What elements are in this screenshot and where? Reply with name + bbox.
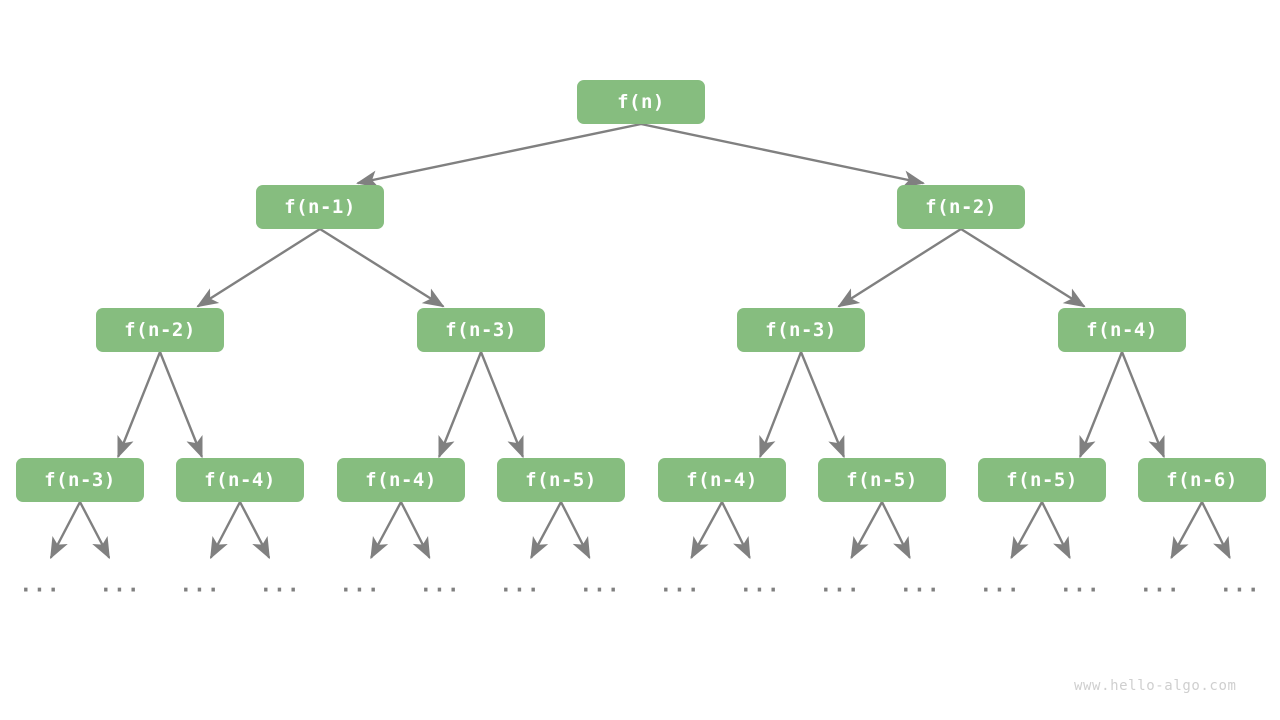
ellipsis-mark: ... [899,572,941,597]
edge-n4-to-n9 [438,350,483,459]
ellipsis-mark: ... [419,572,461,597]
tree-node-n9: f(n-4) [337,458,465,502]
leaf-edge-n11-left [690,500,724,560]
edge-n6-to-n14 [1120,350,1165,459]
leaf-edge-n10-right [559,500,591,560]
leaf-edge-n8-right [238,500,270,560]
edge-n4-to-n10 [479,350,524,459]
tree-edges [117,122,1165,459]
ellipsis-mark: ... [1059,572,1101,597]
edge-n5-to-n11 [759,350,803,459]
ellipsis-mark: ... [1139,572,1181,597]
tree-node-n0: f(n) [577,80,705,124]
ellipsis-mark: ... [499,572,541,597]
tree-node-n6: f(n-4) [1058,308,1186,352]
tree-node-n7: f(n-3) [16,458,144,502]
leaf-edge-n9-left [370,500,403,560]
ellipsis-mark: ... [339,572,381,597]
leaf-edge-n14-left [1170,500,1204,560]
tree-node-n3: f(n-2) [96,308,224,352]
tree-node-n13: f(n-5) [978,458,1106,502]
edge-n2-to-n6 [959,227,1086,308]
edge-n0-to-n1 [356,122,643,188]
leaf-edge-n13-right [1040,500,1071,560]
ellipsis-mark: ... [579,572,621,597]
edge-n3-to-n7 [117,350,162,459]
leaf-edge-n14-right [1200,500,1231,560]
leaf-edge-n12-left [850,500,884,560]
tree-node-n12: f(n-5) [818,458,946,502]
ellipsis-mark: ... [659,572,701,597]
edge-n1-to-n4 [318,227,445,308]
ellipsis-mark: ... [179,572,221,597]
leaf-edge-n7-right [78,500,111,560]
ellipsis-mark: ... [979,572,1021,597]
ellipsis-mark: ... [19,572,61,597]
tree-node-n5: f(n-3) [737,308,865,352]
tree-node-n8: f(n-4) [176,458,304,502]
edge-n6-to-n13 [1079,350,1124,459]
ellipsis-mark: ... [819,572,861,597]
tree-node-n1: f(n-1) [256,185,384,229]
leaf-edge-n10-left [530,500,563,560]
ellipsis-mark: ... [259,572,301,597]
leaf-edge-n9-right [399,500,431,560]
ellipsis-mark: ... [1219,572,1261,597]
ellipsis-mark: ... [739,572,781,597]
ellipsis-mark: ... [99,572,141,597]
edge-n2-to-n5 [837,227,963,308]
leaf-edge-n8-left [209,500,242,560]
leaf-edge-n11-right [720,500,751,560]
leaf-edge-n12-right [880,500,911,560]
edge-n0-to-n2 [639,122,925,188]
leaf-edge-n13-left [1010,500,1044,560]
edge-n5-to-n12 [799,350,845,459]
tree-node-n14: f(n-6) [1138,458,1266,502]
tree-node-n11: f(n-4) [658,458,786,502]
tree-node-n10: f(n-5) [497,458,625,502]
leaf-edge-n7-left [50,500,82,560]
site-watermark: www.hello-algo.com [1074,678,1237,694]
leaf-edges [50,500,1231,560]
edge-n1-to-n3 [196,227,322,308]
edge-n3-to-n8 [158,350,203,459]
tree-node-n2: f(n-2) [897,185,1025,229]
tree-node-n4: f(n-3) [417,308,545,352]
